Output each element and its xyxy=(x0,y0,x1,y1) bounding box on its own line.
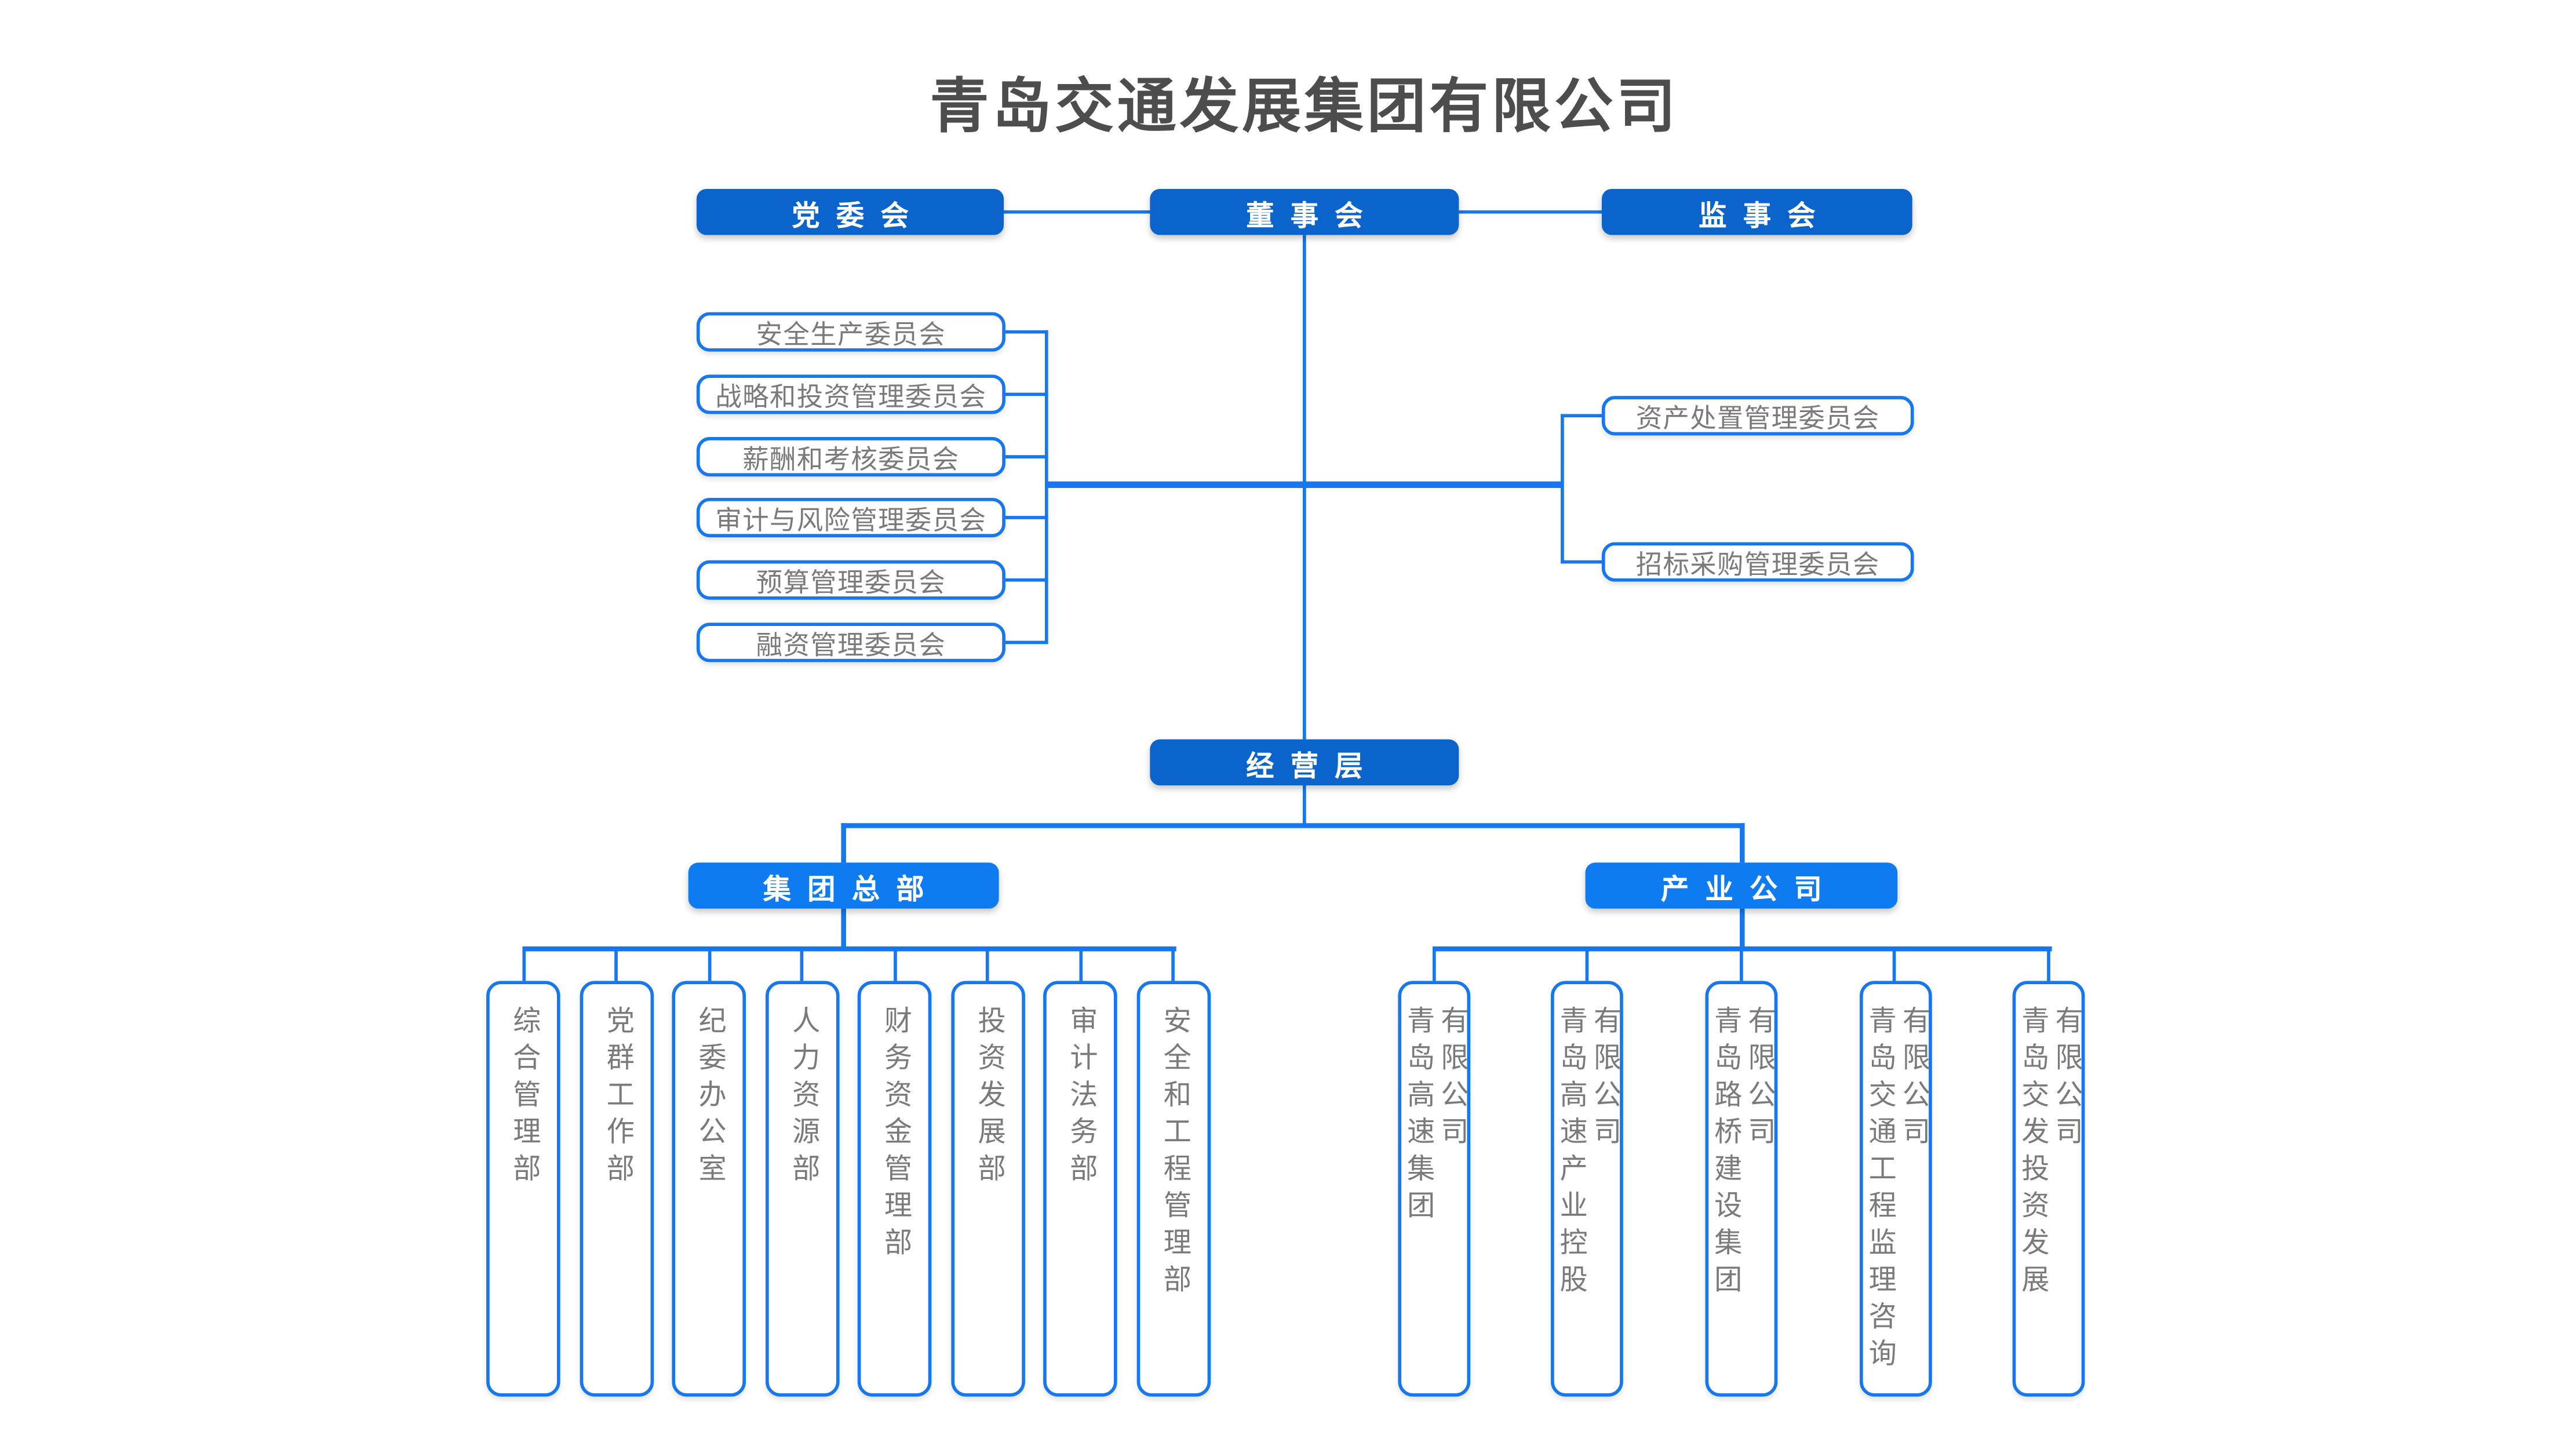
node-committee-financing: 融资管理委员会 xyxy=(696,622,1005,662)
connector-split xyxy=(841,823,1745,828)
node-committee-budget: 预算管理委员会 xyxy=(696,560,1005,600)
node-dept-party-mass-work: 党群工作部 xyxy=(580,981,654,1397)
connector-to-group-hq xyxy=(841,823,846,863)
connector-to-industry xyxy=(1740,823,1745,863)
connector-stub xyxy=(1005,516,1048,519)
dept-label: 财务资金管理部 xyxy=(879,1005,911,1265)
dept-label: 投资发展部 xyxy=(972,1005,1004,1190)
node-dept-human-resources: 人力资源部 xyxy=(766,981,840,1397)
connector-stub xyxy=(1005,330,1048,334)
dept-label: 审计法务部 xyxy=(1065,1005,1096,1190)
node-company-road-bridge-construction: 青岛路桥建设集团 有限公司 xyxy=(1705,981,1778,1397)
connector-drop xyxy=(522,949,526,981)
company-name: 青岛交发投资发展 xyxy=(2016,1005,2048,1302)
connector-party-board xyxy=(1004,210,1150,214)
node-dept-discipline-office: 纪委办公室 xyxy=(672,981,746,1397)
node-company-expressway-group: 青岛高速集团 有限公司 xyxy=(1398,981,1471,1397)
connector-industry-down xyxy=(1740,908,1745,948)
connector-stub xyxy=(1005,392,1048,396)
connector-drop xyxy=(1171,949,1175,981)
node-company-expressway-industry-holding: 青岛高速产业控股 有限公司 xyxy=(1551,981,1623,1397)
node-dept-audit-legal: 审计法务部 xyxy=(1043,981,1117,1397)
node-dept-finance-funds: 财务资金管理部 xyxy=(857,981,932,1397)
node-board-of-directors: 董事会 xyxy=(1150,189,1459,235)
node-supervisory-board: 监事会 xyxy=(1601,189,1912,235)
company-name: 青岛交通工程监理咨询 xyxy=(1864,1005,1895,1375)
dept-label: 人力资源部 xyxy=(787,1005,819,1190)
node-group-headquarters: 集团总部 xyxy=(688,862,999,909)
connector-stub xyxy=(1005,578,1048,582)
connector-drop xyxy=(1585,949,1589,981)
company-suffix: 有限公司 xyxy=(1588,1005,1620,1154)
node-committee-audit-risk: 审计与风险管理委员会 xyxy=(696,497,1005,537)
connector-management-down xyxy=(1302,785,1306,825)
company-name: 青岛高速产业控股 xyxy=(1555,1005,1586,1302)
dept-label: 纪委办公室 xyxy=(694,1005,725,1190)
node-dept-safety-engineering: 安全和工程管理部 xyxy=(1136,981,1211,1397)
dept-label: 党群工作部 xyxy=(602,1005,633,1190)
connector-drop xyxy=(1432,949,1436,981)
node-management-layer: 经营层 xyxy=(1150,739,1459,786)
connector-drop xyxy=(985,949,989,981)
company-suffix: 有限公司 xyxy=(1897,1005,1929,1154)
connector-drop xyxy=(800,949,804,981)
node-committee-bidding-procurement: 招标采购管理委员会 xyxy=(1601,542,1914,582)
node-company-jiaofa-investment-development: 青岛交发投资发展 有限公司 xyxy=(2012,981,2085,1397)
connector-group-bus xyxy=(522,946,1176,952)
node-committee-asset-disposal: 资产处置管理委员会 xyxy=(1601,396,1914,436)
company-suffix: 有限公司 xyxy=(2050,1005,2082,1154)
connector-stub xyxy=(1561,560,1604,564)
connector-drop xyxy=(1740,949,1743,981)
connector-stub xyxy=(1005,640,1048,645)
dept-label: 安全和工程管理部 xyxy=(1158,1005,1190,1302)
connector-right-branch xyxy=(1561,414,1564,564)
connector-drop xyxy=(708,949,712,981)
page-title: 青岛交通发展集团有限公司 xyxy=(930,72,1679,140)
node-committee-safety-production: 安全生产委员会 xyxy=(696,312,1005,352)
connector-board-supervisory xyxy=(1459,210,1602,214)
node-party-committee: 党委会 xyxy=(696,189,1004,235)
company-suffix: 有限公司 xyxy=(1743,1005,1775,1154)
connector-left-spine xyxy=(1044,330,1048,645)
connector-stub xyxy=(1561,414,1604,418)
connector-committees-main xyxy=(1046,481,1562,488)
connector-drop xyxy=(1892,949,1896,981)
node-committee-compensation-appraisal: 薪酬和考核委员会 xyxy=(696,437,1005,477)
connector-stub xyxy=(1005,455,1048,458)
node-committee-strategy-investment: 战略和投资管理委员会 xyxy=(696,374,1005,414)
node-dept-general-management: 综合管理部 xyxy=(486,981,560,1397)
company-name: 青岛高速集团 xyxy=(1402,1005,1434,1228)
dept-label: 综合管理部 xyxy=(508,1005,540,1190)
node-industry-companies: 产业公司 xyxy=(1585,862,1898,909)
company-suffix: 有限公司 xyxy=(1435,1005,1467,1154)
connector-group-hq-down xyxy=(841,908,846,948)
connector-drop xyxy=(2047,949,2050,981)
connector-industry-bus xyxy=(1432,946,2052,952)
connector-drop xyxy=(894,949,897,981)
connector-drop xyxy=(1079,949,1083,981)
node-dept-investment-development: 投资发展部 xyxy=(951,981,1025,1397)
node-company-engineering-supervision-consulting: 青岛交通工程监理咨询 有限公司 xyxy=(1859,981,1932,1397)
connector-drop xyxy=(614,949,618,981)
company-name: 青岛路桥建设集团 xyxy=(1709,1005,1741,1302)
